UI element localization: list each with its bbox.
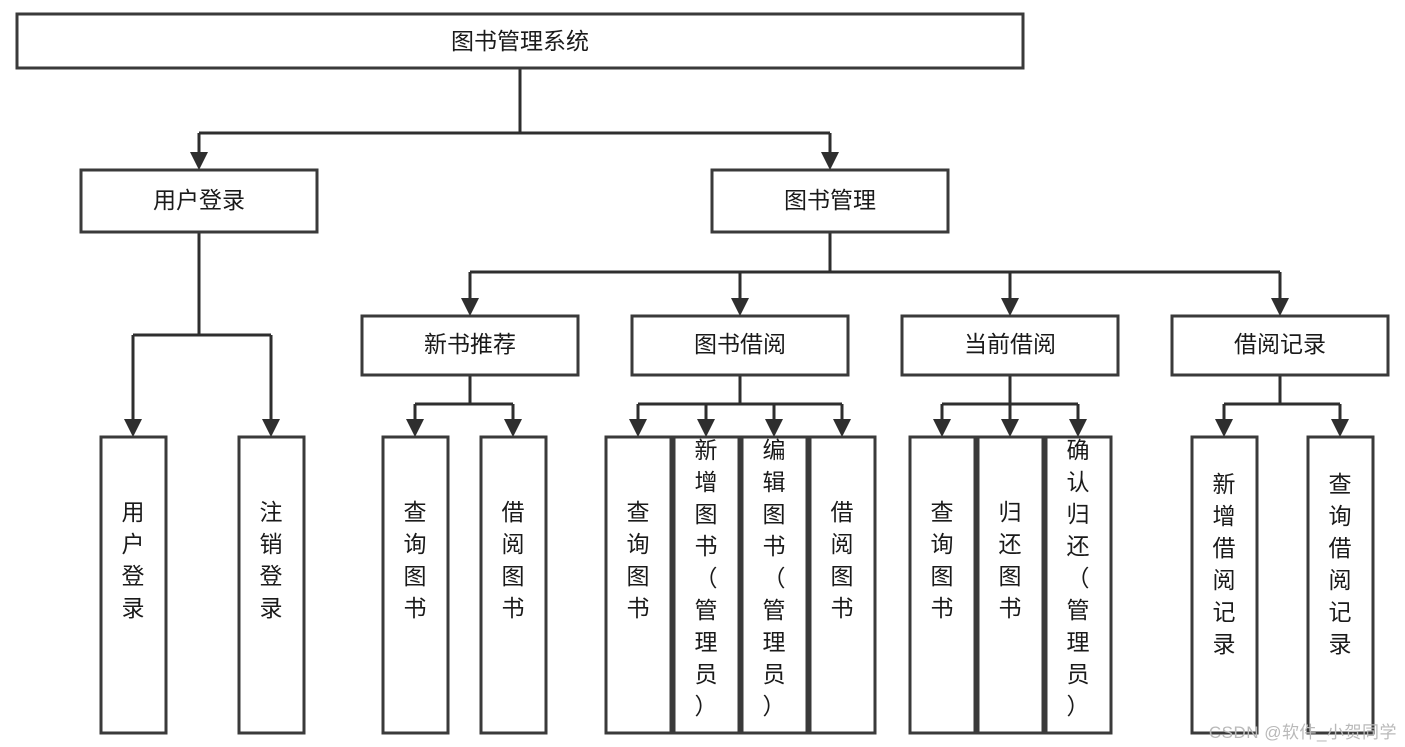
- leaf-node-confirm-return-admin[interactable]: 确认归还（管理员）: [1044, 435, 1113, 735]
- leaf-node-edit-book-admin-box: [740, 435, 809, 735]
- leaf-node-query-book-2-box: [604, 435, 673, 735]
- node-book-management-box: [710, 168, 950, 234]
- node-new-book-recommend-box: [360, 314, 580, 377]
- leaf-node-confirm-return-admin-label: 确认归还（管理员）: [1067, 437, 1090, 719]
- leaf-node-add-book-admin[interactable]: 新增图书（管理员）: [672, 435, 741, 735]
- node-root-system-label: 图书管理系统: [451, 28, 589, 54]
- leaf-node-borrow-book-1-box: [479, 435, 548, 735]
- node-book-management-label: 图书管理: [784, 187, 876, 213]
- arrow-book-borrow-leaf1: [629, 419, 647, 437]
- leaf-node-query-book-3-box: [908, 435, 977, 735]
- node-new-book-recommend[interactable]: 新书推荐: [360, 314, 580, 377]
- leaf-node-query-borrow-record[interactable]: 查询借阅记录: [1306, 435, 1375, 735]
- arrow-user-login-leaf2: [262, 419, 280, 437]
- leaf-node-return-book-box: [976, 435, 1045, 735]
- arrow-current-borrow-leaf1: [933, 419, 951, 437]
- arrow-current-borrow-leaf2: [1001, 419, 1019, 437]
- leaf-node-add-borrow-record-box: [1190, 435, 1259, 735]
- leaf-node-query-book-3-label: 查询图书: [931, 499, 954, 621]
- arrow-current-borrow-leaf3: [1069, 419, 1087, 437]
- leaf-node-logout-label: 注销登录: [260, 499, 283, 621]
- leaf-node-return-book-label: 归还图书: [999, 499, 1022, 621]
- arrow-user-login-leaf1: [124, 419, 142, 437]
- node-book-borrow-label: 图书借阅: [694, 331, 786, 357]
- leaf-node-query-book-2[interactable]: 查询图书: [604, 435, 673, 735]
- node-current-borrow-box: [900, 314, 1120, 377]
- leaf-node-user-login-box: [99, 435, 168, 735]
- arrow-to-new-book: [461, 298, 479, 316]
- node-book-borrow[interactable]: 图书借阅: [630, 314, 850, 377]
- arrow-to-book-mgmt: [821, 152, 839, 170]
- arrow-book-borrow-leaf2: [697, 419, 715, 437]
- leaf-node-query-borrow-record-box: [1306, 435, 1375, 735]
- node-current-borrow[interactable]: 当前借阅: [900, 314, 1120, 377]
- leaf-node-logout-box: [237, 435, 306, 735]
- leaf-node-logout[interactable]: 注销登录: [237, 435, 306, 735]
- node-book-borrow-box: [630, 314, 850, 377]
- arrow-to-borrow-record: [1271, 298, 1289, 316]
- arrow-new-book-leaf2: [504, 419, 522, 437]
- node-root-system-box: [15, 12, 1025, 70]
- node-borrow-record-box: [1170, 314, 1390, 377]
- leaf-node-borrow-book-1-label: 借阅图书: [502, 499, 525, 621]
- leaf-node-borrow-book-2[interactable]: 借阅图书: [808, 435, 877, 735]
- leaf-node-return-book[interactable]: 归还图书: [976, 435, 1045, 735]
- leaf-node-query-book-1-label: 查询图书: [404, 499, 427, 621]
- arrow-new-book-leaf1: [406, 419, 424, 437]
- leaf-node-borrow-book-2-box: [808, 435, 877, 735]
- node-book-management[interactable]: 图书管理: [710, 168, 950, 234]
- csdn-watermark: CSDN @软件_小贺同学: [1208, 723, 1397, 742]
- arrow-borrow-record-leaf2: [1331, 419, 1349, 437]
- leaf-node-query-book-3[interactable]: 查询图书: [908, 435, 977, 735]
- leaf-node-user-login[interactable]: 用户登录: [99, 435, 168, 735]
- node-borrow-record[interactable]: 借阅记录: [1170, 314, 1390, 377]
- leaf-node-query-book-1[interactable]: 查询图书: [381, 435, 450, 735]
- leaf-node-edit-book-admin-label: 编辑图书（管理员）: [763, 437, 786, 719]
- node-borrow-record-label: 借阅记录: [1234, 331, 1326, 357]
- arrow-to-current-borrow: [1001, 298, 1019, 316]
- leaf-node-add-borrow-record-label: 新增借阅记录: [1213, 471, 1236, 657]
- leaf-node-query-book-2-label: 查询图书: [627, 499, 650, 621]
- node-new-book-recommend-label: 新书推荐: [424, 331, 516, 357]
- leaf-node-user-login-label: 用户登录: [122, 499, 145, 621]
- leaf-node-add-book-admin-label: 新增图书（管理员）: [695, 437, 718, 719]
- connector-layer: [124, 68, 1349, 437]
- leaf-node-add-book-admin-box: [672, 435, 741, 735]
- arrow-to-user-login: [190, 152, 208, 170]
- arrow-borrow-record-leaf1: [1215, 419, 1233, 437]
- leaf-node-edit-book-admin[interactable]: 编辑图书（管理员）: [740, 435, 809, 735]
- node-user-login-box: [79, 168, 319, 234]
- leaf-node-borrow-book-2-label: 借阅图书: [831, 499, 854, 621]
- arrow-book-borrow-leaf3: [765, 419, 783, 437]
- leaf-node-confirm-return-admin-box: [1044, 435, 1113, 735]
- node-user-login-label: 用户登录: [153, 187, 245, 213]
- arrow-book-borrow-leaf4: [833, 419, 851, 437]
- leaf-node-borrow-book-1[interactable]: 借阅图书: [479, 435, 548, 735]
- node-root-system[interactable]: 图书管理系统: [15, 12, 1025, 70]
- node-user-login[interactable]: 用户登录: [79, 168, 319, 234]
- leaf-node-query-borrow-record-label: 查询借阅记录: [1329, 471, 1352, 657]
- node-current-borrow-label: 当前借阅: [964, 331, 1056, 357]
- arrow-to-book-borrow: [731, 298, 749, 316]
- leaf-node-query-book-1-box: [381, 435, 450, 735]
- leaf-node-add-borrow-record[interactable]: 新增借阅记录: [1190, 435, 1259, 735]
